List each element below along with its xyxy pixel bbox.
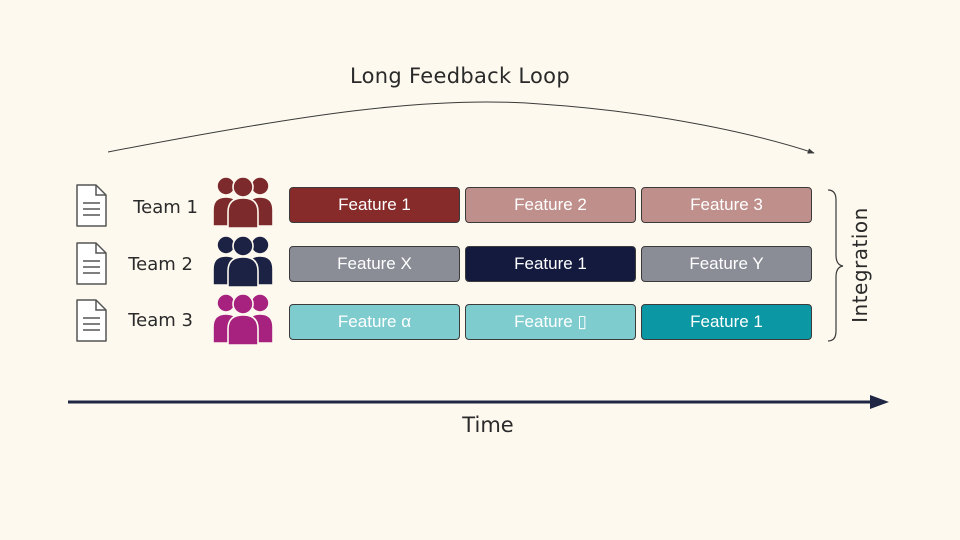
feature-box: Feature 1 (289, 187, 460, 223)
feedback-loop-arrow (107, 101, 815, 154)
integration-label: Integration (848, 207, 872, 323)
team-label: Team 2 (128, 254, 193, 275)
team-people-icon (212, 293, 274, 345)
document-icon (76, 299, 107, 342)
feature-box: Feature Y (641, 246, 812, 282)
feature-box: Feature 1 (465, 246, 636, 282)
team-people-icon (212, 235, 274, 287)
feature-box: Feature 1 (641, 304, 812, 340)
time-axis-label: Time (462, 413, 514, 437)
feedback-loop-label: Long Feedback Loop (350, 64, 570, 88)
team-label: Team 3 (128, 310, 193, 331)
document-icon (76, 184, 107, 227)
document-icon (76, 242, 107, 285)
feature-box: Feature ▯ (465, 304, 636, 340)
time-axis-arrowhead (870, 395, 889, 409)
team-label: Team 1 (133, 197, 198, 218)
feature-box: Feature 3 (641, 187, 812, 223)
feature-box: Feature X (289, 246, 460, 282)
integration-brace (827, 189, 844, 342)
team-people-icon (212, 176, 274, 228)
feature-box: Feature 2 (465, 187, 636, 223)
feature-box: Feature α (289, 304, 460, 340)
